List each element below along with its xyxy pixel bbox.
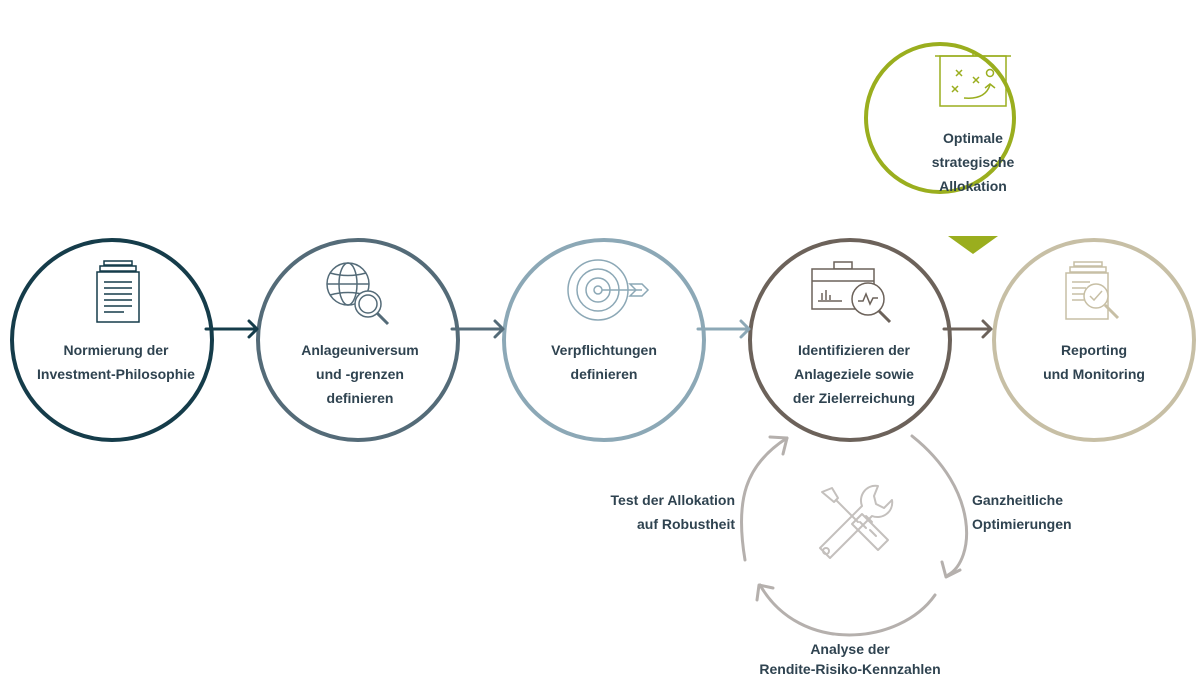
connector-4-5 <box>942 319 993 339</box>
connector-1-2 <box>204 319 259 339</box>
document-stack-icon <box>96 260 140 323</box>
step-circle-4 <box>748 238 952 442</box>
report-magnifier-icon <box>1065 261 1120 320</box>
connector-2-3 <box>450 319 505 339</box>
toolbox-chart-icon <box>811 261 892 324</box>
wrench-screwdriver-icon <box>819 484 894 559</box>
optimal-label-line-1: Optimale <box>943 130 1003 146</box>
step-label-3-line-1: Verpflichtungen <box>551 342 657 358</box>
cycle-label-bottom-line-2: Rendite-Risiko-Kennzahlen <box>759 661 941 677</box>
step-label-5-line-2: und Monitoring <box>1043 366 1145 382</box>
step-label-2: Anlageuniversum und -grenzen definieren <box>301 338 418 410</box>
cycle-label-left: Test der Allokation auf Robustheit <box>611 488 735 536</box>
optimal-circle <box>864 42 1016 194</box>
optimal-label-line-3: Allokation <box>939 178 1007 194</box>
cycle-label-bottom: Analyse der Rendite-Risiko-Kennzahlen <box>759 639 940 679</box>
cycle-label-bottom-line-1: Analyse der <box>810 641 890 657</box>
step-label-2-line-3: definieren <box>326 390 394 406</box>
cycle-arrows <box>739 434 969 637</box>
step-circle-5 <box>992 238 1196 442</box>
step-label-3-line-2: definieren <box>570 366 638 382</box>
cycle-label-left-line-1: Test der Allokation <box>610 492 735 508</box>
step-label-2-line-2: und -grenzen <box>316 366 404 382</box>
step-label-1-line-2: Investment-Philosophie <box>37 366 195 382</box>
connector-3-4 <box>696 319 751 339</box>
step-label-5-line-1: Reporting <box>1060 342 1128 358</box>
cycle-label-left-line-2: auf Robustheit <box>637 516 735 532</box>
step-label-1-line-1: Normierung der <box>63 342 169 358</box>
step-label-4-line-1: Identifizieren der <box>797 342 911 358</box>
target-arrow-icon <box>567 259 650 321</box>
optimal-label-line-2: strategische <box>931 154 1015 170</box>
step-label-4-line-3: der Zielerreichung <box>792 390 916 406</box>
globe-magnifier-icon <box>326 262 390 326</box>
step-label-3: Verpflichtungen definieren <box>551 338 657 386</box>
cycle-label-right-line-2: Optimierungen <box>972 516 1072 532</box>
optimal-label: Optimale strategische Allokation <box>932 126 1014 198</box>
step-label-4-line-2: Anlageziele sowie <box>794 366 914 382</box>
step-circle-3 <box>502 238 706 442</box>
step-label-2-line-1: Anlageuniversum <box>301 342 419 358</box>
cycle-label-right: Ganzheitliche Optimierungen <box>972 488 1072 536</box>
step-label-1: Normierung der Investment-Philosophie <box>37 338 195 386</box>
step-label-4: Identifizieren der Anlageziele sowie der… <box>793 338 915 410</box>
optimal-pointer <box>948 236 998 254</box>
strategy-board-icon <box>935 50 1011 107</box>
step-circle-2 <box>256 238 460 442</box>
cycle-label-right-line-1: Ganzheitliche <box>972 492 1064 508</box>
step-circle-1 <box>10 238 214 442</box>
step-label-5: Reporting und Monitoring <box>1043 338 1145 386</box>
